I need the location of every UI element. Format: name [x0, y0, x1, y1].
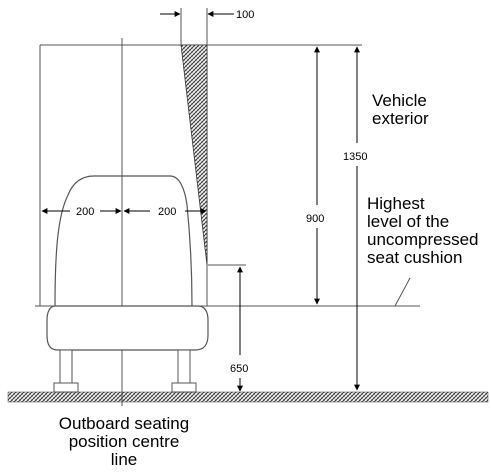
centre-line-label-1: Outboard seating — [59, 414, 189, 433]
vehicle-exterior-label-2: exterior — [372, 109, 429, 128]
seat-leg-right — [177, 349, 191, 384]
dim-900-label: 900 — [306, 213, 324, 225]
dim-200-left-label: 200 — [76, 206, 94, 218]
dim-650-label: 650 — [230, 363, 248, 375]
seat-foot-right — [171, 382, 197, 393]
seat-leg-left — [59, 349, 73, 384]
highest-level-label-1: Highest — [367, 194, 425, 213]
seat-foot-left — [53, 382, 79, 393]
highest-level-label-2: level of the — [367, 212, 449, 231]
seat-back — [54, 175, 193, 307]
highest-level-label-3: uncompressed — [367, 230, 479, 249]
exterior-wall-wedge — [180, 44, 208, 266]
centre-line-label-3: line — [111, 450, 137, 469]
highest-level-label-4: seat cushion — [367, 248, 462, 267]
vehicle-exterior-label-1: Vehicle — [372, 91, 427, 110]
dim-100-label: 100 — [236, 9, 254, 21]
cushion-leader-line — [394, 277, 411, 307]
dim-1350-label: 1350 — [343, 151, 367, 163]
floor-hatch — [7, 391, 489, 403]
seat-base — [46, 305, 209, 351]
dim-200-right-label: 200 — [158, 206, 176, 218]
centre-line-label-2: position centre — [69, 432, 180, 451]
